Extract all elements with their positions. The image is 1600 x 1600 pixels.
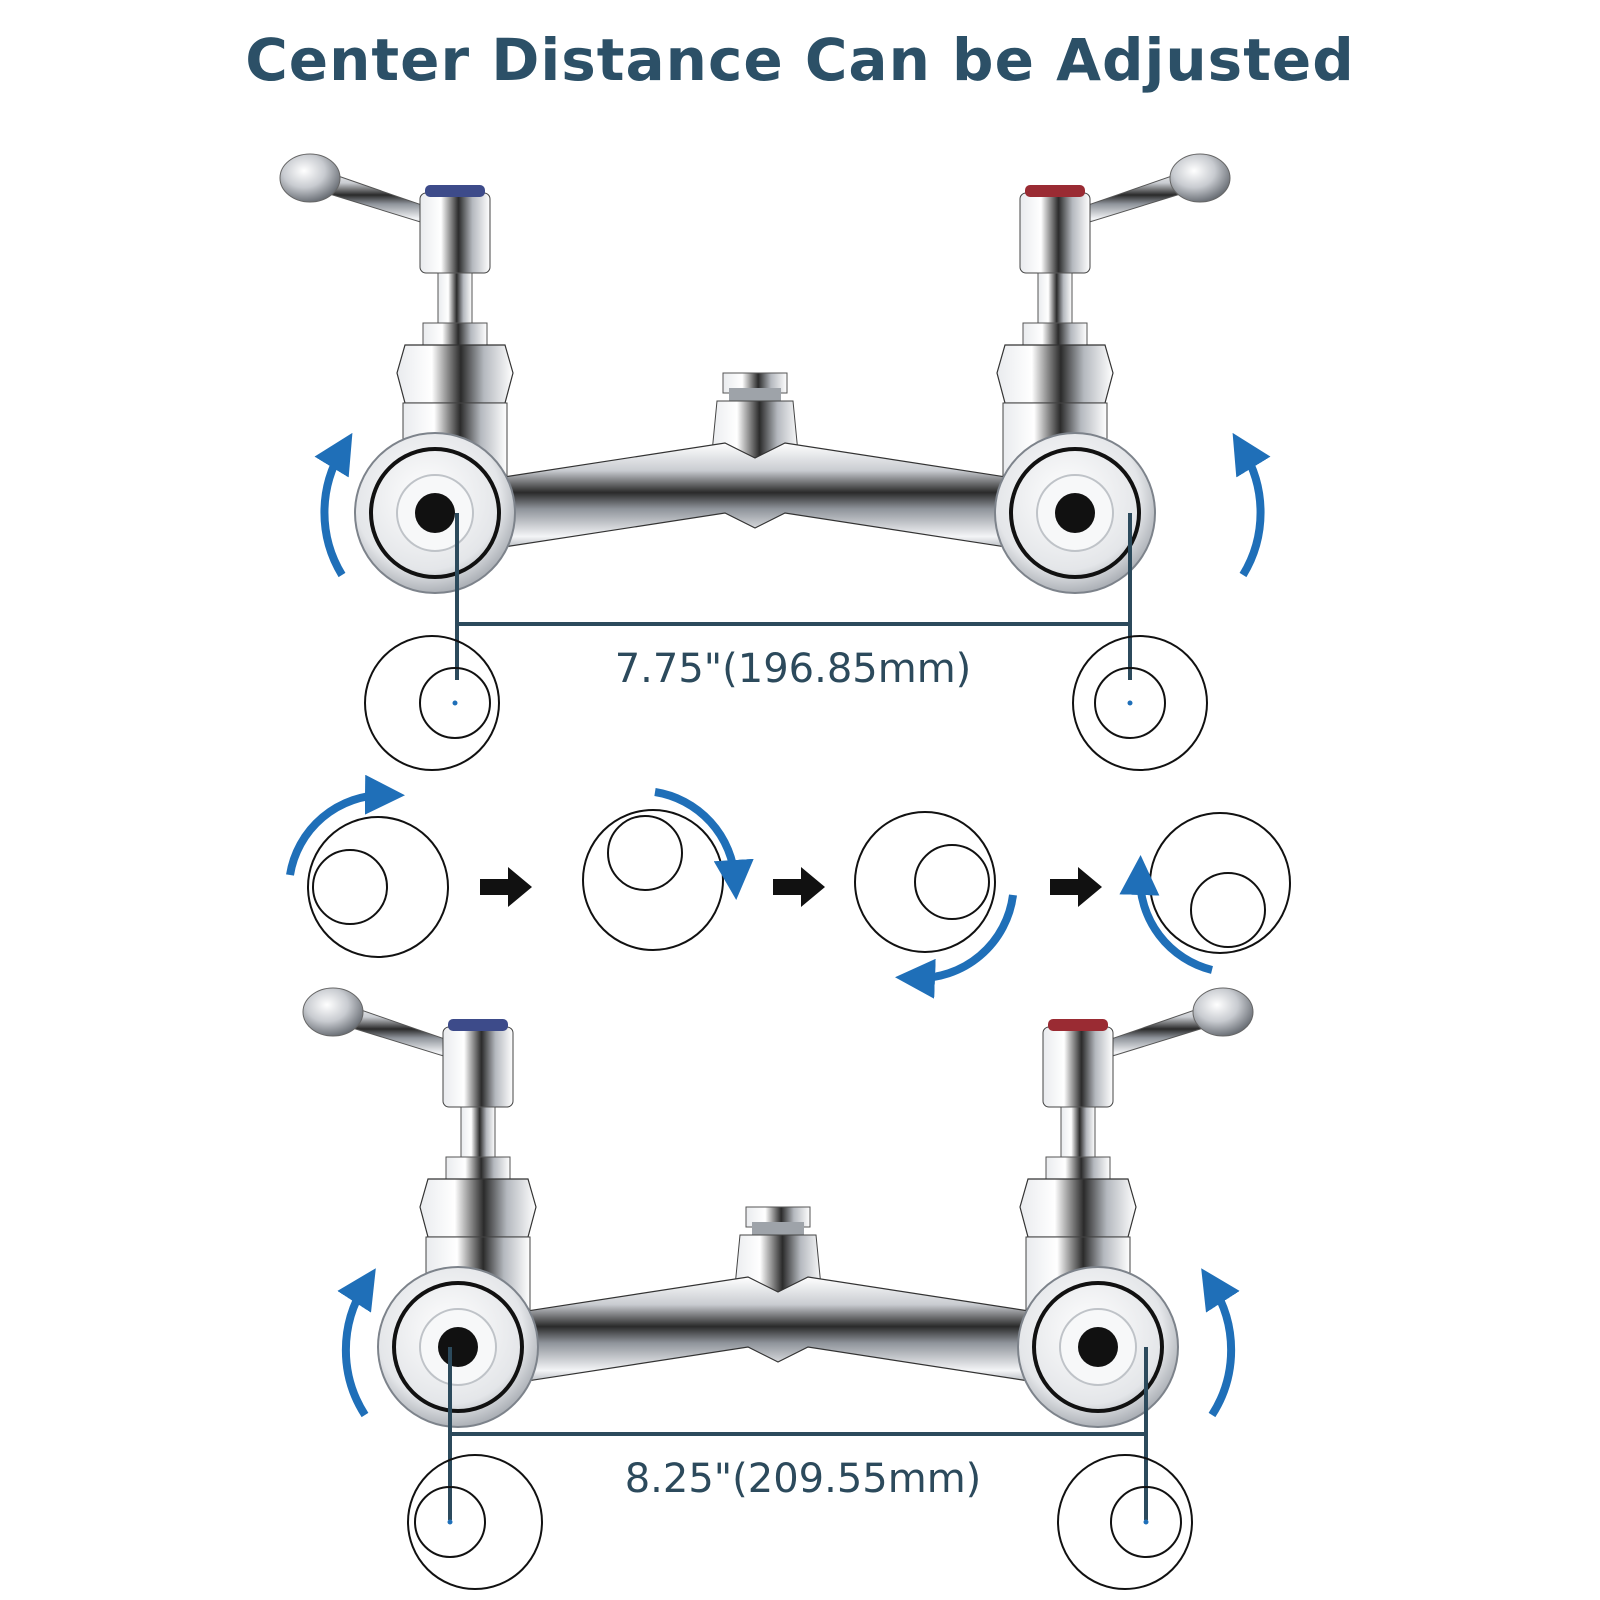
step-arrow-icon: [1050, 867, 1102, 907]
dimension-label: 8.25"(209.55mm): [625, 1456, 982, 1502]
rotation-arrow-icon: [286, 774, 405, 876]
rotation-arrow-icon: [337, 1268, 376, 1418]
rotation-sequence: [286, 774, 1291, 999]
rotation-arrow-icon: [314, 432, 353, 578]
rotation-arrow-icon: [654, 788, 754, 900]
dimension-line: [455, 513, 1132, 680]
page-title: Center Distance Can be Adjusted: [245, 26, 1355, 94]
rotation-arrow-icon: [1119, 855, 1214, 974]
step-arrow-icon: [480, 867, 532, 907]
dimension-line: [448, 1347, 1148, 1520]
faucet-bottom: 8.25"(209.55mm): [301, 986, 1255, 1590]
step-arrow-icon: [773, 867, 825, 907]
rotation-arrow-icon: [895, 894, 1017, 999]
rotation-arrow-icon: [1201, 1268, 1240, 1418]
rotation-arrow-icon: [1232, 432, 1271, 578]
faucet-top: 7.75"(196.85mm): [278, 152, 1271, 771]
dimension-label: 7.75"(196.85mm): [615, 646, 972, 692]
